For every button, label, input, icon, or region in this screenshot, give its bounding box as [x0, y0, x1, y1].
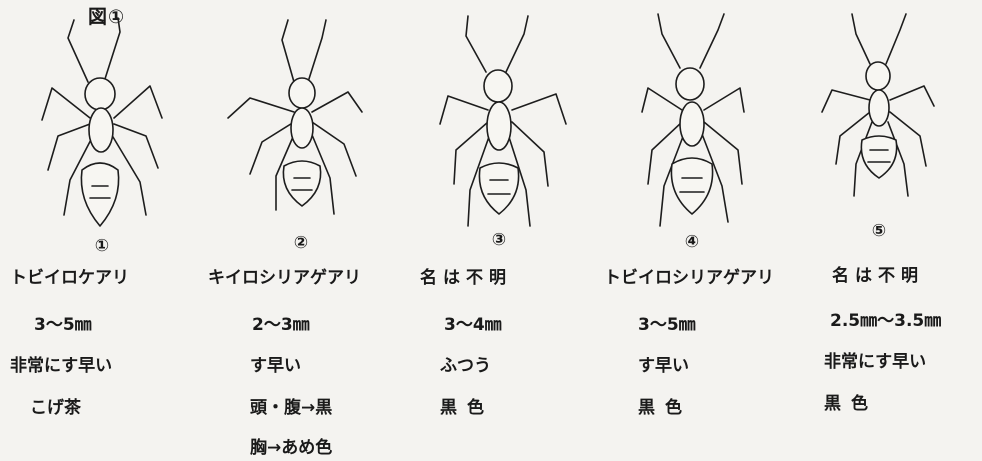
ant-drawing-1 — [42, 18, 162, 226]
species-name: トビイロケアリ — [10, 270, 129, 287]
body-color: こげ茶 — [30, 400, 81, 417]
ant-drawing-2 — [228, 20, 362, 214]
movement-speed: 非常にす早い — [824, 354, 926, 371]
species-name: トビイロシリアゲアリ — [604, 270, 774, 287]
specimen-number-3: ③ — [484, 230, 514, 250]
movement-speed: す早い — [250, 358, 301, 375]
body-color: 黒色 — [638, 400, 692, 417]
body-size: 3〜5㎜ — [34, 317, 92, 334]
body-size: 3〜5㎜ — [638, 317, 696, 334]
body-size: 2〜3㎜ — [252, 317, 310, 334]
movement-speed: 非常にす早い — [10, 358, 112, 375]
ant-drawing-5 — [822, 14, 934, 196]
specimen-number-4: ④ — [677, 232, 707, 252]
body-color: 黒色 — [824, 396, 878, 413]
body-size: 3〜4㎜ — [444, 317, 502, 334]
ant-drawing-4 — [642, 14, 744, 226]
movement-speed: す早い — [638, 358, 689, 375]
movement-speed: ふつう — [440, 358, 491, 375]
species-name: 名は不明 — [420, 270, 512, 287]
species-name: キイロシリアゲアリ — [208, 270, 361, 287]
species-name: 名は不明 — [832, 268, 924, 285]
body-size: 2.5㎜〜3.5㎜ — [830, 313, 941, 330]
specimen-number-2: ② — [286, 233, 316, 253]
specimen-number-1: ① — [87, 236, 117, 256]
ant-drawing-3 — [440, 16, 566, 226]
body-color: 黒色 — [440, 400, 494, 417]
body-color: 頭・腹→黒 — [250, 400, 332, 417]
specimen-number-5: ⑤ — [864, 221, 894, 241]
body-color: 胸→あめ色 — [250, 440, 332, 457]
